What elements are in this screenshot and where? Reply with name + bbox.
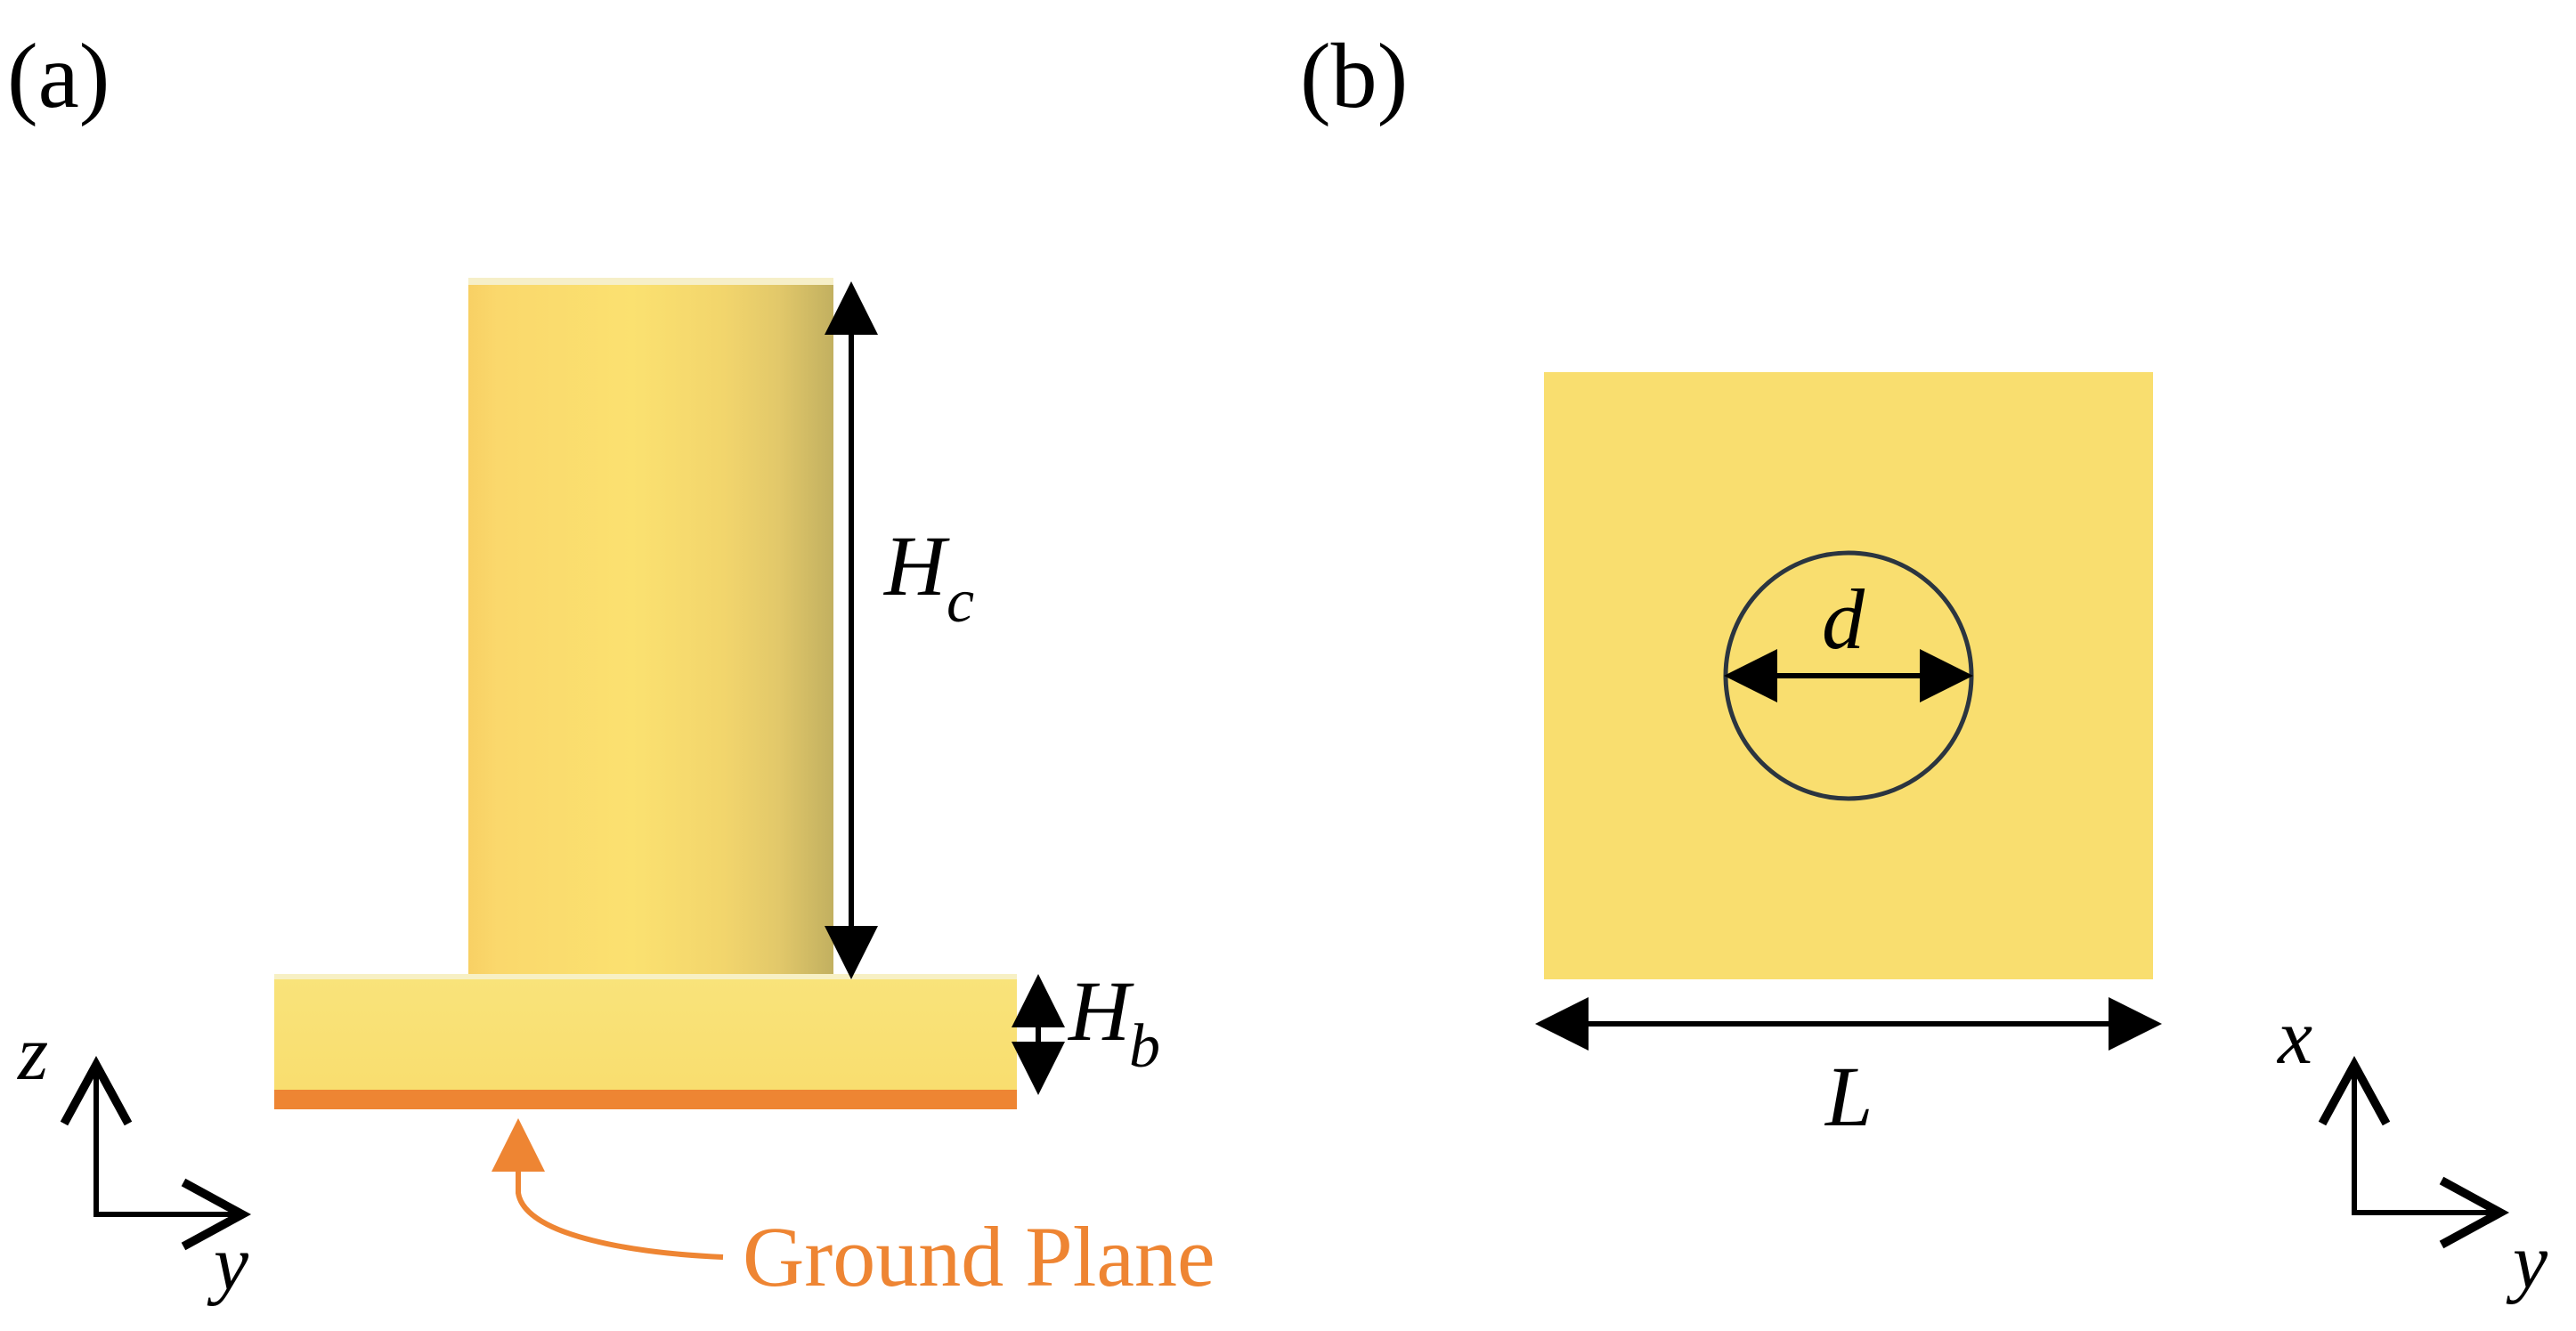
panel-b-label: (b) [1300, 25, 1408, 127]
hc-symbol: H [882, 518, 950, 613]
side-z-label: z [17, 1010, 48, 1097]
top-view-axes: x y [2276, 994, 2548, 1305]
cylinder-top-edge [468, 278, 833, 285]
cylinder-body [468, 281, 833, 979]
d-symbol: d [1822, 572, 1865, 667]
l-symbol: L [1824, 1049, 1873, 1144]
side-y-label: y [207, 1221, 249, 1307]
top-x-label: x [2276, 994, 2312, 1081]
ground-plane-label: Ground Plane [743, 1209, 1215, 1304]
ground-plane-callout-arrow [492, 1118, 724, 1260]
panel-a-label: (a) [7, 25, 110, 127]
base-block [274, 978, 1017, 1090]
side-view-axes: z y [17, 1010, 252, 1307]
ground-plane [274, 1090, 1017, 1109]
side-view: H c H b Ground Plane [274, 278, 1215, 1304]
base-top-edge [274, 974, 1017, 979]
hc-subscript: c [947, 567, 974, 636]
hb-subscript: b [1129, 1012, 1160, 1081]
top-y-label: y [2506, 1219, 2548, 1305]
hb-symbol: H [1067, 963, 1134, 1059]
top-view: d L [1535, 372, 2162, 1144]
